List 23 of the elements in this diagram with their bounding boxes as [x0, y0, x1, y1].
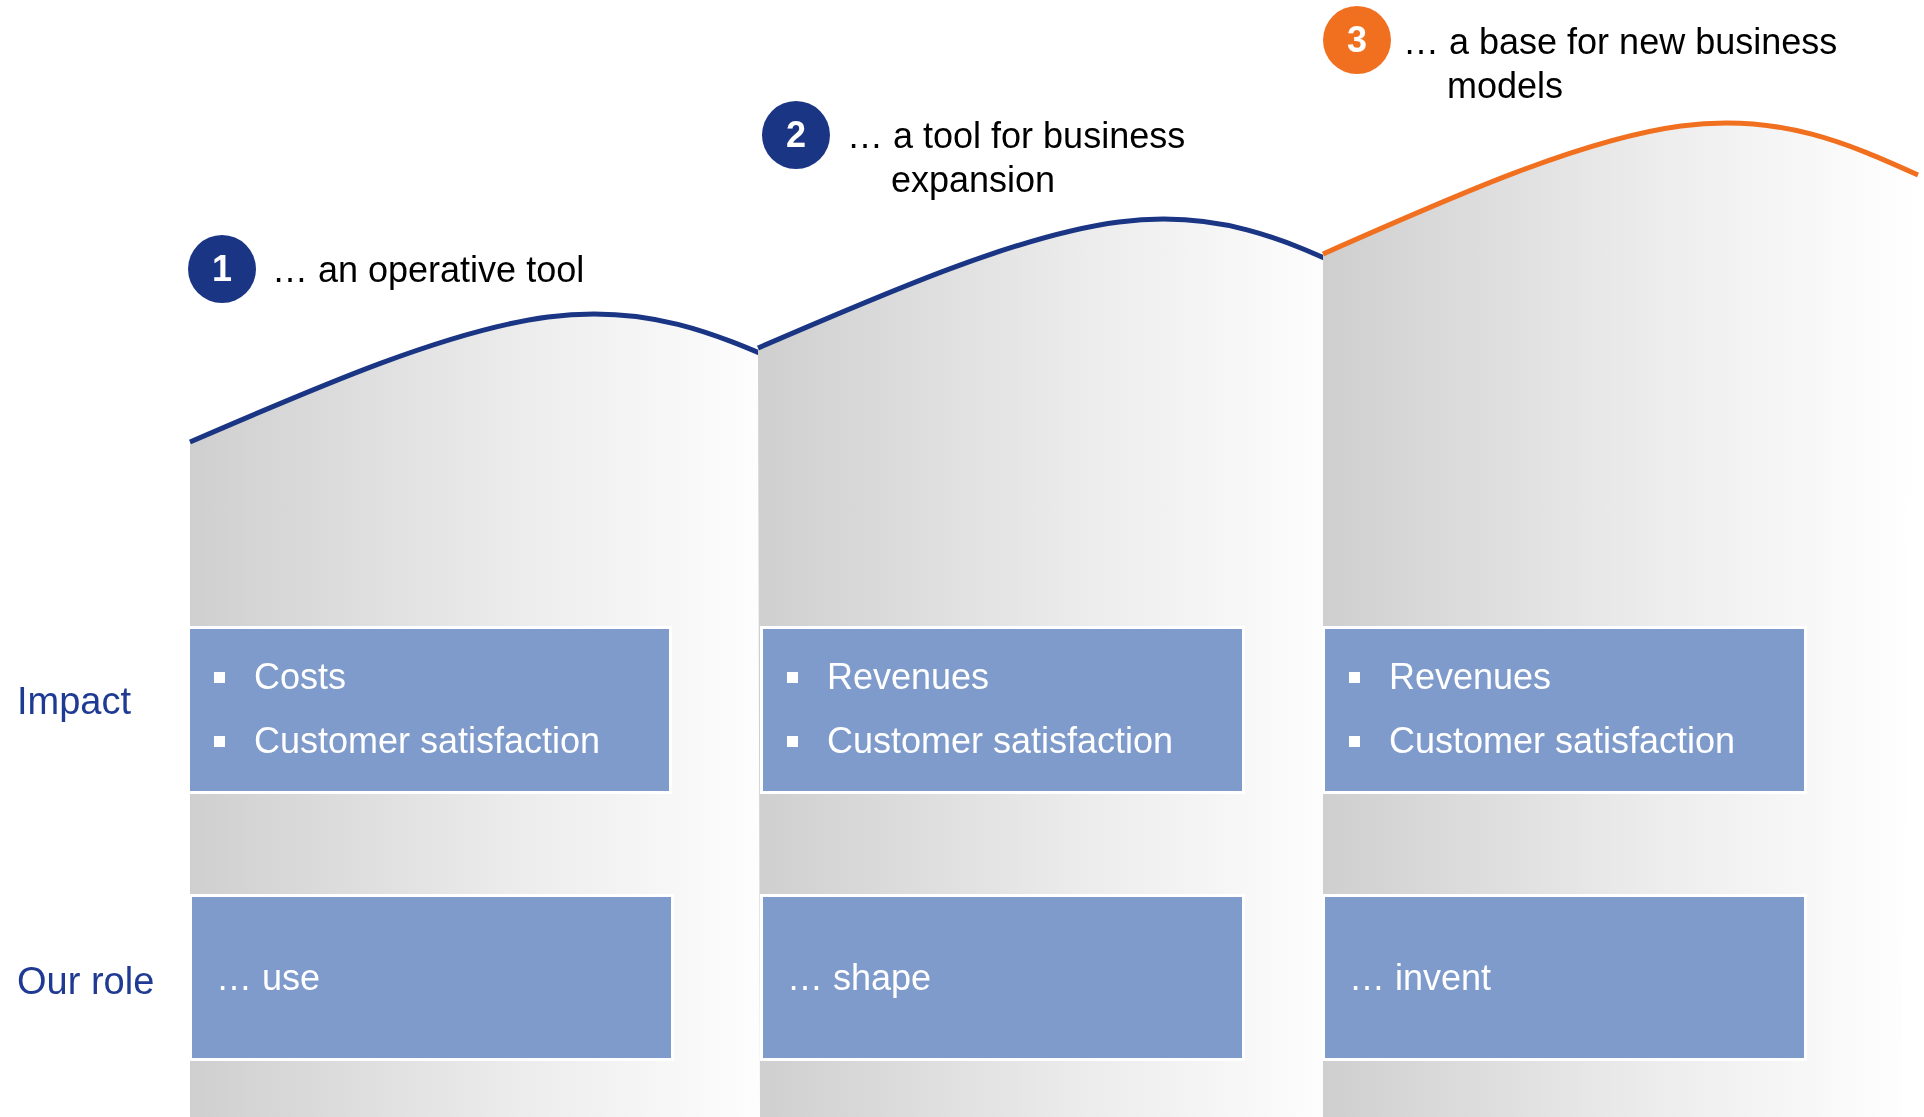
bullet-item: Revenues	[1349, 645, 1780, 709]
stage-caption: … a tool for business expansion	[847, 114, 1187, 202]
role-text: … shape	[787, 956, 932, 999]
bullet-item: Customer satisfaction	[787, 709, 1218, 773]
bullet-item: Customer satisfaction	[214, 709, 645, 773]
number-badge: 1	[188, 235, 256, 303]
impact-box	[190, 629, 669, 791]
stage-caption: … a base for new business models	[1403, 20, 1839, 108]
role-box	[192, 897, 671, 1058]
number-badge: 2	[762, 101, 830, 169]
role-text: … use	[216, 956, 321, 999]
role-box	[1325, 897, 1804, 1058]
role-box	[763, 897, 1242, 1058]
bullet-item: Costs	[214, 645, 645, 709]
impact-box	[1325, 629, 1804, 791]
bullet-item: Customer satisfaction	[1349, 709, 1780, 773]
row-label: Impact	[17, 680, 132, 723]
stage-caption: … an operative tool	[272, 248, 586, 292]
impact-box	[763, 629, 1242, 791]
bullet-item: Revenues	[787, 645, 1218, 709]
role-text: … invent	[1349, 956, 1492, 999]
row-label: Our role	[17, 960, 155, 1003]
number-badge: 3	[1323, 6, 1391, 74]
